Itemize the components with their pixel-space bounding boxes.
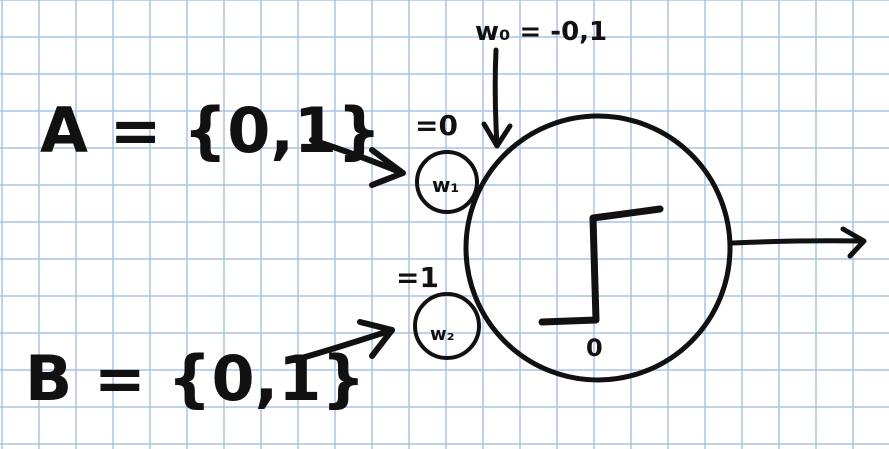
w1-label: w₁ xyxy=(432,173,459,197)
output-arrow xyxy=(730,226,867,259)
w0-bias-label: w₀ = -0,1 xyxy=(475,17,607,47)
w2-label: w₂ xyxy=(430,324,455,345)
weight-node-w1: w₁ xyxy=(415,150,479,214)
neuron-circle xyxy=(463,113,733,383)
arrow-b-to-w2 xyxy=(292,319,395,363)
step-threshold-label: 0 xyxy=(586,334,603,362)
step-function-icon xyxy=(538,205,664,326)
arrow-a-to-w1 xyxy=(309,137,406,188)
w1-value: =0 xyxy=(415,109,458,142)
w2-value: =1 xyxy=(396,261,439,294)
arrow-w0-to-neuron xyxy=(481,47,513,149)
weight-node-w2: w₂ xyxy=(413,292,481,360)
input-a-label: A = {0,1} xyxy=(40,94,381,167)
